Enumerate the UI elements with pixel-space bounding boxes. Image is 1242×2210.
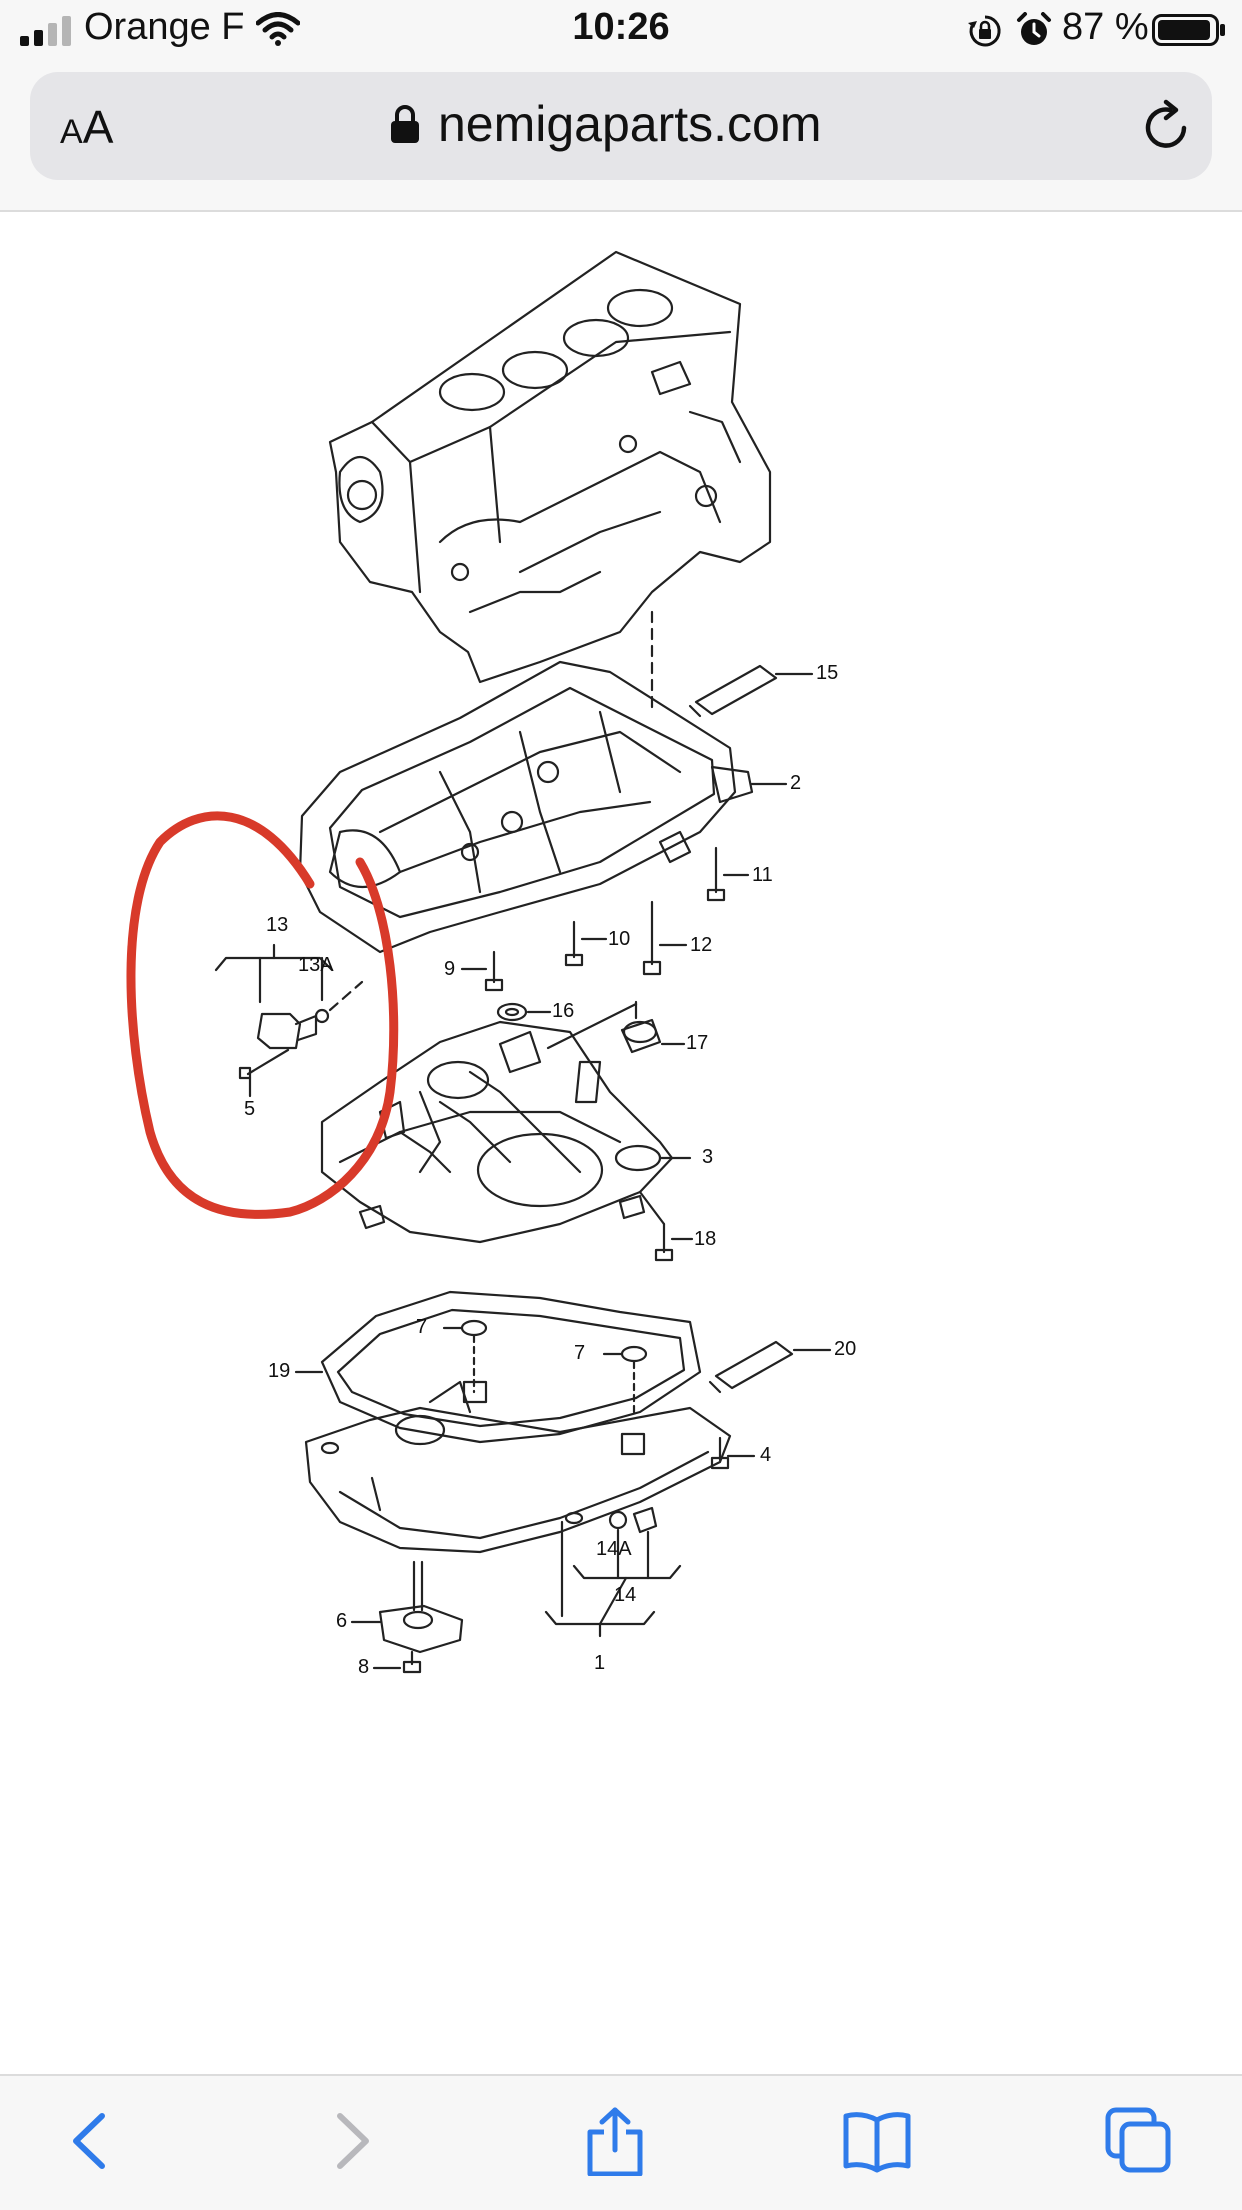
address-bar[interactable]: AA nemigaparts.com <box>30 72 1212 180</box>
callout-11: 11 <box>752 864 773 886</box>
bolt-4 <box>710 1436 756 1470</box>
bolt-10 <box>564 920 608 967</box>
engine-parts-diagram <box>126 250 832 1674</box>
callout-19: 19 <box>268 1360 291 1382</box>
lower-oil-pan-drawing <box>304 1380 732 1554</box>
callout-14a: 14A <box>596 1538 632 1560</box>
orientation-lock-icon <box>968 15 1001 47</box>
bolt-12 <box>642 900 688 976</box>
web-page-content: 15 2 11 10 12 9 13 13A 5 16 17 3 18 7 7 … <box>0 212 1242 2074</box>
battery-icon <box>1152 14 1225 46</box>
bookmarks-icon[interactable] <box>842 2106 912 2176</box>
callout-6: 6 <box>336 1610 348 1632</box>
callout-3: 3 <box>702 1146 714 1168</box>
callout-17: 17 <box>686 1032 709 1054</box>
nut-17 <box>546 1000 686 1054</box>
callout-1: 1 <box>594 1652 606 1674</box>
status-bar: Orange F 10:26 87 % <box>0 0 1242 62</box>
bolt-11 <box>706 846 750 902</box>
share-icon[interactable] <box>580 2106 650 2176</box>
callout-18: 18 <box>694 1228 717 1250</box>
callout-2: 2 <box>790 772 802 794</box>
reload-icon[interactable] <box>1140 98 1194 154</box>
callout-15: 15 <box>816 662 839 684</box>
url-display[interactable]: nemigaparts.com <box>390 94 822 154</box>
url-text: nemigaparts.com <box>438 96 822 152</box>
callout-13a: 13A <box>298 954 334 976</box>
oil-level-sensor-13 <box>214 943 364 1098</box>
text-size-button[interactable]: AA <box>60 101 114 153</box>
battery-percentage: 87 % <box>1062 6 1149 48</box>
callout-10: 10 <box>608 928 631 950</box>
callout-7-right: 7 <box>574 1342 586 1364</box>
back-icon[interactable] <box>56 2106 126 2176</box>
oil-sensor-6 <box>350 1560 464 1674</box>
sealant-tube-20 <box>708 1340 832 1394</box>
callout-9: 9 <box>444 958 456 980</box>
callout-16: 16 <box>552 1000 575 1022</box>
bolt-9 <box>460 950 504 992</box>
carrier-name: Orange F <box>84 6 245 48</box>
signal-icon <box>20 16 71 46</box>
lock-icon <box>391 105 419 143</box>
browser-address-area: AA nemigaparts.com <box>0 62 1242 212</box>
callout-4: 4 <box>760 1444 772 1466</box>
engine-block-drawing <box>328 250 772 684</box>
sealant-tube-15 <box>688 664 814 718</box>
callout-12: 12 <box>690 934 713 956</box>
tabs-icon[interactable] <box>1104 2106 1174 2176</box>
bolt-18 <box>654 1222 694 1262</box>
callout-14: 14 <box>614 1584 637 1606</box>
callout-5: 5 <box>244 1098 256 1120</box>
gasket-19 <box>294 1290 702 1456</box>
washer-16 <box>496 1002 552 1022</box>
upper-oil-pan-drawing <box>298 660 788 954</box>
baffle-plate-3 <box>320 1020 692 1244</box>
drain-plug-14 <box>544 1506 682 1638</box>
alarm-icon <box>1017 12 1051 45</box>
callout-7-left: 7 <box>416 1316 428 1338</box>
callout-8: 8 <box>358 1656 370 1678</box>
callout-13: 13 <box>266 914 289 936</box>
forward-icon[interactable] <box>316 2106 386 2176</box>
browser-toolbar <box>0 2074 1242 2210</box>
callout-20: 20 <box>834 1338 857 1360</box>
wifi-icon <box>256 12 300 46</box>
red-marker-circle <box>126 811 399 1219</box>
